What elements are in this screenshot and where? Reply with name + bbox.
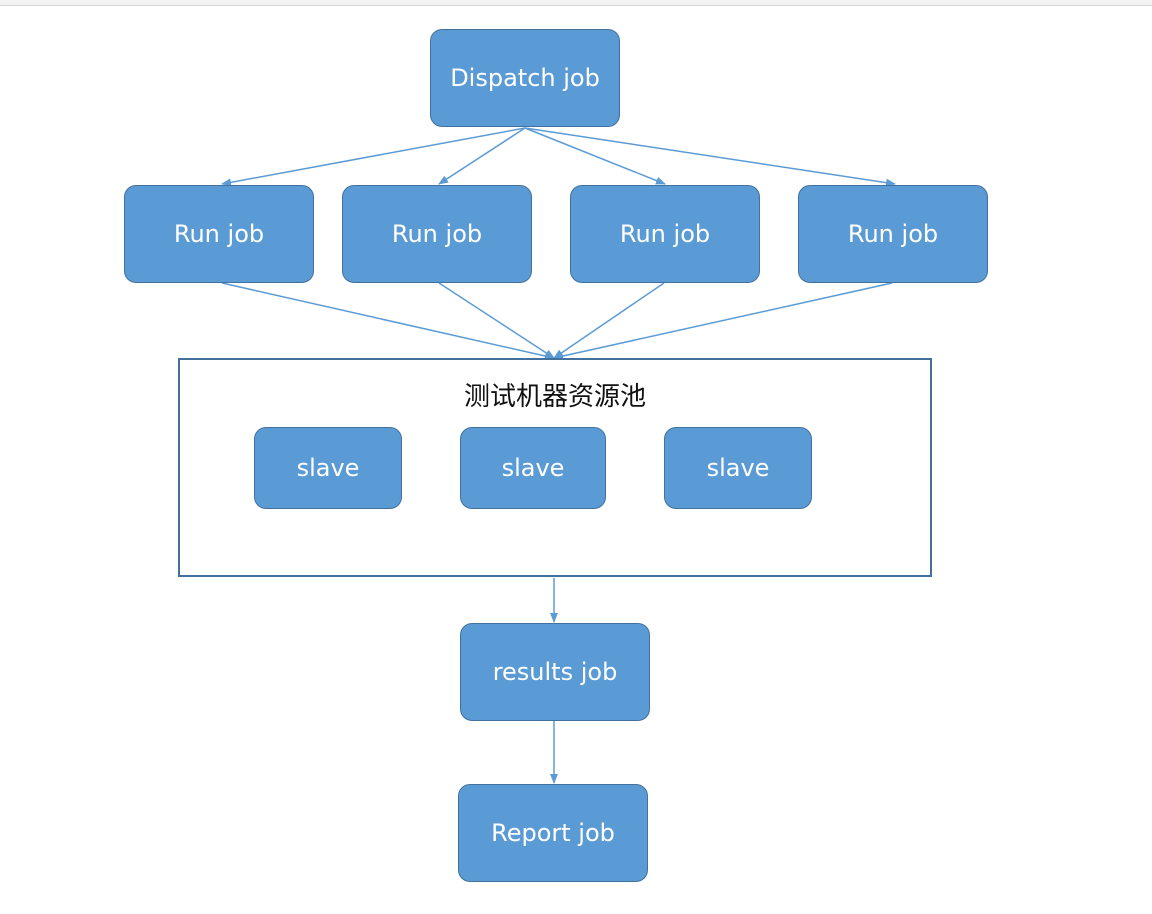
slave-label: slave	[296, 454, 360, 482]
slave-label: slave	[501, 454, 565, 482]
run-job-label: Run job	[391, 220, 483, 248]
dispatch-job-node: Dispatch job	[430, 29, 620, 127]
arrow-dispatch-to-run-2	[438, 127, 526, 185]
arrow-run-4-to-pool	[553, 282, 893, 360]
arrow-dispatch-to-run-4	[524, 127, 896, 187]
results-job-label: results job	[492, 658, 618, 686]
run-job-node-4: Run job	[798, 185, 988, 283]
run-job-label: Run job	[173, 220, 265, 248]
arrow-dispatch-to-run-3	[524, 127, 666, 185]
top-divider	[0, 0, 1152, 6]
run-job-label: Run job	[847, 220, 939, 248]
arrow-run-2-to-pool	[438, 282, 555, 359]
slave-node-3: slave	[664, 427, 812, 509]
slave-label: slave	[706, 454, 770, 482]
dispatch-job-label: Dispatch job	[450, 64, 600, 92]
arrow-run-1-to-pool	[221, 282, 555, 360]
slave-node-1: slave	[254, 427, 402, 509]
run-job-node-1: Run job	[124, 185, 314, 283]
run-job-node-3: Run job	[570, 185, 760, 283]
report-job-label: Report job	[491, 819, 615, 847]
results-job-node: results job	[460, 623, 650, 721]
arrow-run-3-to-pool	[553, 282, 665, 359]
slave-node-2: slave	[460, 427, 606, 509]
arrow-dispatch-to-run-1	[221, 127, 526, 187]
run-job-node-2: Run job	[342, 185, 532, 283]
run-job-label: Run job	[619, 220, 711, 248]
resource-pool-title: 测试机器资源池	[463, 382, 646, 412]
report-job-node: Report job	[458, 784, 648, 882]
